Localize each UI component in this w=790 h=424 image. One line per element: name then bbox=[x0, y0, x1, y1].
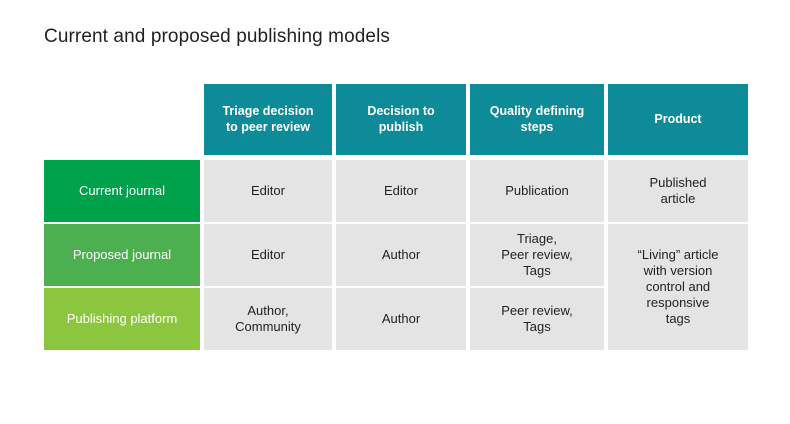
cell-proposed-journal-quality-line1: Triage, bbox=[517, 231, 557, 247]
cell-merged-product-line1: “Living” article bbox=[637, 247, 719, 263]
row-label-publishing-platform-text: Publishing platform bbox=[66, 311, 178, 327]
cell-merged-product-line2: with version bbox=[643, 263, 713, 279]
cell-publishing-platform-quality-defining-steps: Peer review, Tags bbox=[470, 288, 604, 350]
column-header-decision-to-publish-line1: Decision to bbox=[367, 104, 435, 119]
cell-proposed-journal-triage-decision-text: Editor bbox=[251, 247, 285, 263]
cell-publishing-platform-triage-decision: Author, Community bbox=[204, 288, 332, 350]
cell-current-journal-triage-decision-text: Editor bbox=[251, 183, 285, 199]
cell-merged-product-line5: tags bbox=[665, 310, 691, 326]
cell-publishing-platform-decision-to-publish-text: Author bbox=[381, 311, 421, 327]
cell-proposed-journal-decision-to-publish: Author bbox=[336, 224, 466, 286]
column-header-product: Product bbox=[608, 84, 748, 155]
column-header-triage-decision-line1: Triage decision bbox=[222, 104, 314, 119]
cell-publishing-platform-triage-line2: Community bbox=[235, 319, 301, 334]
page-title: Current and proposed publishing models bbox=[44, 26, 391, 47]
cell-current-journal-decision-to-publish: Editor bbox=[336, 160, 466, 222]
row-label-current-journal-text: Current journal bbox=[79, 183, 165, 199]
column-header-quality-defining-steps: Quality defining steps bbox=[470, 84, 604, 155]
column-header-quality-defining-steps-line2: steps bbox=[520, 119, 554, 134]
column-header-decision-to-publish: Decision to publish bbox=[336, 84, 466, 155]
cell-current-journal-product-line1: Published bbox=[649, 175, 707, 191]
cell-publishing-platform-quality-line1: Peer review, bbox=[501, 303, 573, 319]
cell-current-journal-quality-defining-steps-text: Publication bbox=[505, 183, 569, 199]
column-header-triage-decision-line2: to peer review bbox=[225, 119, 311, 134]
cell-proposed-journal-quality-line3: Tags bbox=[523, 262, 551, 278]
cell-current-journal-decision-to-publish-text: Editor bbox=[384, 183, 418, 199]
cell-merged-product-line3: control and bbox=[645, 279, 711, 295]
row-label-proposed-journal: Proposed journal bbox=[44, 224, 200, 286]
row-label-publishing-platform: Publishing platform bbox=[44, 288, 200, 350]
cell-current-journal-triage-decision: Editor bbox=[204, 160, 332, 222]
cell-current-journal-product: Published article bbox=[608, 160, 748, 222]
cell-proposed-journal-triage-decision: Editor bbox=[204, 224, 332, 286]
cell-publishing-platform-triage-line1: Author, bbox=[247, 303, 289, 319]
column-header-decision-to-publish-line2: publish bbox=[378, 119, 424, 134]
cell-publishing-platform-decision-to-publish: Author bbox=[336, 288, 466, 350]
cell-merged-product-line4: responsive bbox=[646, 294, 710, 310]
cell-current-journal-product-line2: article bbox=[660, 191, 696, 206]
column-header-product-line1: Product bbox=[654, 111, 702, 126]
publishing-models-matrix: Triage decision to peer review Decision … bbox=[44, 84, 748, 350]
cell-merged-product-living-article: “Living” article with version control an… bbox=[608, 224, 748, 350]
row-label-current-journal: Current journal bbox=[44, 160, 200, 222]
row-label-proposed-journal-text: Proposed journal bbox=[72, 247, 172, 263]
cell-proposed-journal-quality-defining-steps: Triage, Peer review, Tags bbox=[470, 224, 604, 286]
cell-publishing-platform-quality-line2: Tags bbox=[523, 319, 551, 334]
cell-proposed-journal-decision-to-publish-text: Author bbox=[381, 247, 421, 263]
cell-current-journal-quality-defining-steps: Publication bbox=[470, 160, 604, 222]
column-header-triage-decision: Triage decision to peer review bbox=[204, 84, 332, 155]
cell-proposed-journal-quality-line2: Peer review, bbox=[501, 247, 573, 263]
column-header-quality-defining-steps-line1: Quality defining bbox=[489, 104, 585, 119]
